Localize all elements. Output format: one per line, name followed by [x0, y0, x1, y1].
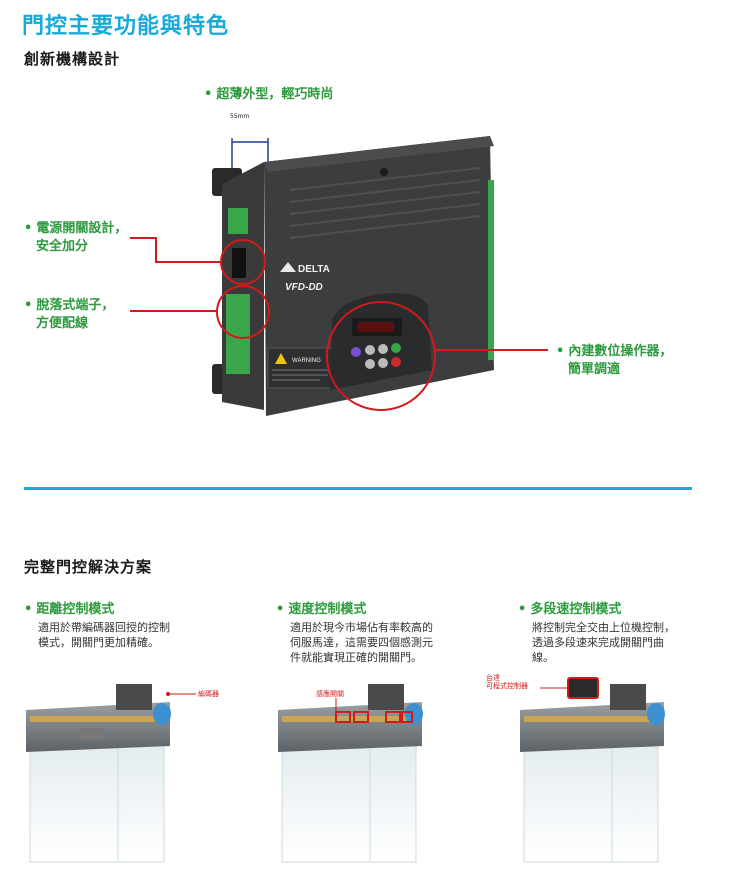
terminal-block-bottom — [226, 334, 250, 374]
right-terminal-strip — [488, 180, 494, 360]
plc-tag: 台達 可程式控制器 — [486, 674, 528, 690]
encoder-wheel — [153, 703, 171, 725]
keypad-housing — [330, 293, 432, 390]
brand-text: DELTA — [298, 264, 330, 275]
terminal-block-middle — [226, 294, 250, 334]
mode-desc-speed: 適用於現今市場佔有率較高的 伺服馬達，這需要四個感測元 件就能實現正確的開關門。 — [290, 621, 433, 664]
plc-unit — [567, 677, 599, 699]
callout-thin: •超薄外型，輕巧時尚 — [204, 87, 334, 102]
power-switch — [232, 248, 246, 278]
sensor-tag: 感應開關 — [316, 690, 344, 698]
sensor-box — [353, 711, 369, 723]
terminal-block-top — [228, 208, 248, 234]
door-speed — [278, 684, 423, 863]
door-multispeed — [520, 677, 665, 863]
mode-title-distance: •距離控制模式 — [24, 602, 115, 617]
section-title-solutions: 完整門控解決方案 — [24, 558, 153, 576]
section-title-design: 創新機構設計 — [24, 50, 121, 68]
keypad-highlight — [326, 301, 436, 411]
mode-title-multispeed: •多段速控制模式 — [518, 602, 622, 617]
dimension-label: 55mm — [230, 113, 250, 120]
power-leader-line — [130, 237, 221, 263]
callout-keypad: •內建數位操作器， 簡單調適 — [556, 344, 673, 377]
mode-desc-multispeed: 將控制完全交由上位機控制， 透過多段速來完成開關門曲 線。 — [532, 621, 675, 664]
section-divider — [24, 487, 692, 490]
device-front — [264, 136, 494, 416]
mode-desc-distance: 適用於帶編碼器回授的控制 模式，開關門更加精確。 — [38, 621, 170, 649]
delta-logo — [280, 262, 296, 272]
front-ridges — [289, 167, 481, 239]
mode-title-speed: •速度控制模式 — [276, 602, 367, 617]
keypad-buttons — [351, 343, 401, 369]
motor-unit — [116, 684, 152, 710]
sensor-box — [335, 711, 351, 723]
door-illustrations — [26, 677, 665, 863]
warning-text: WARNING — [292, 358, 321, 364]
door-distance — [26, 684, 196, 863]
screw-hole — [380, 168, 388, 176]
model-text: VFD-DD — [285, 282, 323, 293]
rail — [26, 702, 170, 752]
callout-power-switch: •電源開關設計， 安全加分 — [24, 221, 128, 254]
warning-label — [267, 347, 333, 389]
sensor-box — [385, 711, 401, 723]
callout-terminal: •脫落式端子， 方便配線 — [24, 298, 115, 331]
encoder-tag: 編碼器 — [198, 690, 219, 698]
product-figure: DELTA VFD-DD WARNING — [130, 136, 548, 416]
sensor-box — [401, 711, 413, 723]
page-title: 門控主要功能與特色 — [22, 14, 230, 39]
